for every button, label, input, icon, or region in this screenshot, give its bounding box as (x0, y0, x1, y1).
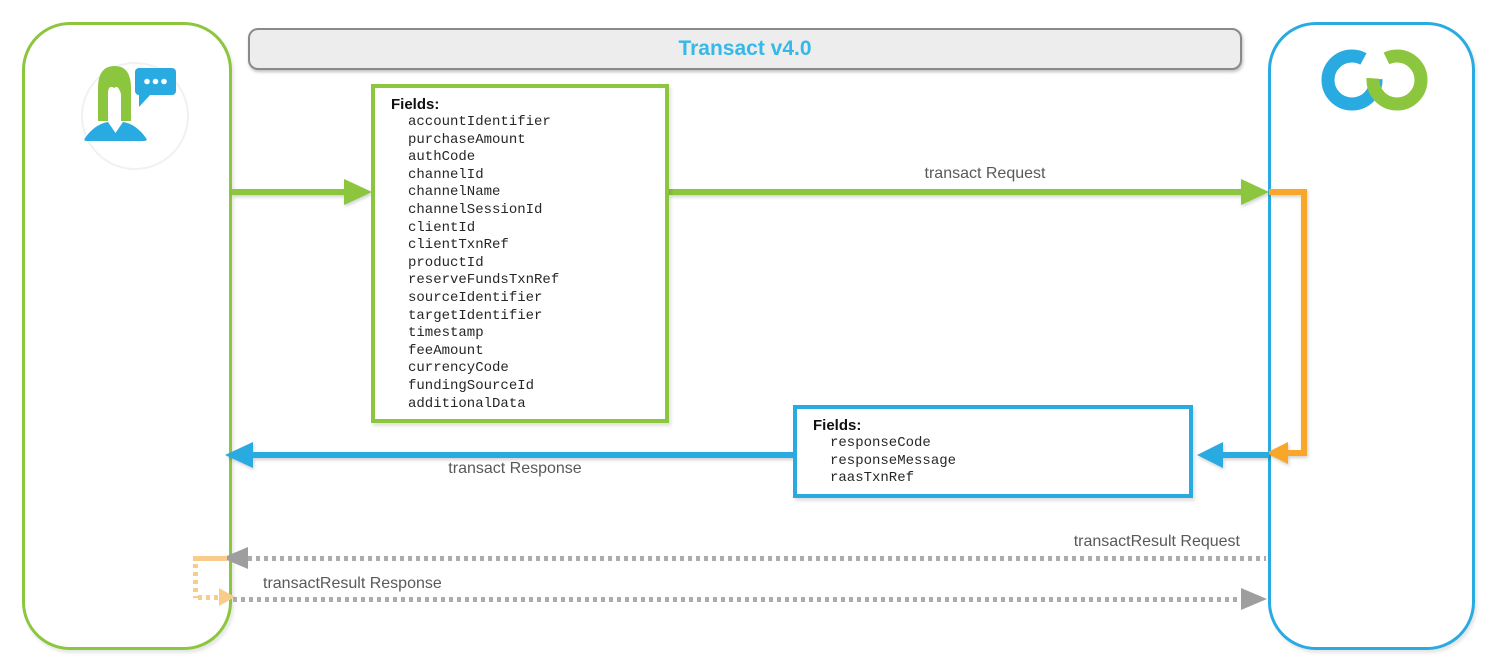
transact-request-arrowhead (1241, 179, 1269, 205)
field-item: responseMessage (830, 452, 957, 469)
transact-request-arrowhead (344, 179, 372, 205)
field-item: purchaseAmount (408, 131, 526, 148)
field-item: channelId (408, 166, 484, 183)
field-item: channelName (408, 184, 501, 201)
interlocked-rings-icon (1321, 49, 1428, 111)
transact-result-response-arrowhead (1241, 588, 1267, 610)
connector-segment (1286, 450, 1307, 456)
field-item: productId (408, 254, 484, 271)
fields-heading: Fields: (813, 417, 862, 434)
field-item: additionalData (408, 395, 526, 412)
field-item: clientTxnRef (408, 237, 509, 254)
fields-heading: Fields: (391, 96, 440, 113)
transact-result-request-arrowhead (222, 547, 248, 569)
transact-response-arrowhead (225, 442, 253, 468)
field-item: clientId (408, 219, 476, 236)
field-item: sourceIdentifier (408, 289, 543, 306)
field-item: timestamp (408, 325, 484, 342)
connector-arrowhead (219, 588, 235, 606)
left-actor-box (22, 22, 232, 650)
field-item: accountIdentifier (408, 114, 551, 130)
field-item: channelSessionId (408, 201, 543, 218)
transact-request-label: transact Request (924, 165, 1046, 182)
field-item: feeAmount (408, 342, 484, 359)
transact-response-line (1216, 452, 1269, 458)
transact-request-line (232, 189, 350, 195)
transact-result-response-line (233, 597, 1243, 602)
field-item: responseCode (830, 435, 931, 451)
right-actor-box (1268, 22, 1475, 650)
connector-segment (193, 556, 227, 561)
connector-segment (198, 595, 220, 600)
connector-segment (1301, 189, 1307, 456)
connector-segment (1269, 189, 1307, 195)
field-item: raasTxnRef (830, 470, 915, 487)
transact-result-request-line (248, 556, 1266, 561)
field-item: fundingSourceId (408, 377, 535, 394)
field-item: targetIdentifier (408, 307, 543, 324)
transact-response-arrowhead (1197, 442, 1223, 468)
transact-result-request-label: transactResult Request (1073, 533, 1240, 550)
transact-result-response-label: transactResult Response (263, 575, 442, 592)
transact-request-line (669, 189, 1243, 195)
field-item: authCode (408, 149, 476, 166)
transact-response-line (250, 452, 793, 458)
person-chat-icon (81, 62, 189, 170)
connector-segment (193, 556, 198, 598)
transact-response-label: transact Response (448, 460, 582, 477)
connector-arrowhead (1266, 442, 1288, 464)
field-item: reserveFundsTxnRef (408, 272, 560, 289)
diagram-title: Transact v4.0 (248, 28, 1242, 70)
field-item: currencyCode (408, 360, 509, 377)
